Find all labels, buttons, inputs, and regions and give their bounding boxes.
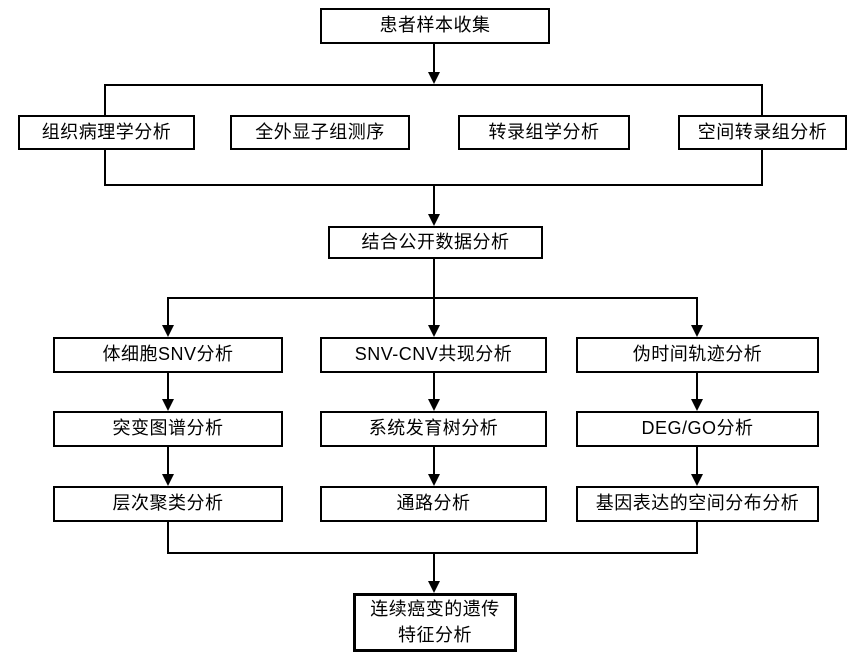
node-public-data-analysis: 结合公开数据分析 bbox=[328, 226, 543, 259]
connector-col1-row1-row2 bbox=[167, 373, 169, 399]
connector-top-to-bracket bbox=[433, 43, 435, 72]
arrowhead-down bbox=[428, 474, 440, 486]
arrowhead-down bbox=[428, 581, 440, 593]
arrowhead-down bbox=[162, 399, 174, 411]
connector-bracket-top bbox=[104, 84, 763, 86]
connector-merge-right bbox=[696, 522, 698, 554]
connector-bracket-to-public-data bbox=[433, 184, 435, 214]
arrowhead-down bbox=[691, 325, 703, 337]
node-somatic-snv-analysis: 体细胞SNV分析 bbox=[53, 337, 283, 373]
arrowhead-down bbox=[691, 399, 703, 411]
connector-col3-row2-row3 bbox=[696, 447, 698, 474]
arrowhead-down bbox=[162, 474, 174, 486]
connector-branch-center bbox=[433, 297, 435, 325]
node-histopathology-analysis: 组织病理学分析 bbox=[18, 115, 195, 150]
connector-branch-right bbox=[696, 297, 698, 325]
node-pseudotime-trajectory-analysis: 伪时间轨迹分析 bbox=[576, 337, 819, 373]
connector-branch-left bbox=[167, 297, 169, 325]
node-snv-cnv-cooccurrence-analysis: SNV-CNV共现分析 bbox=[320, 337, 547, 373]
connector-merge-left bbox=[167, 522, 169, 554]
arrowhead-down bbox=[162, 325, 174, 337]
node-patient-sample-collection: 患者样本收集 bbox=[320, 8, 550, 44]
node-deg-go-analysis: DEG/GO分析 bbox=[576, 411, 819, 447]
node-mutation-landscape-analysis: 突变图谱分析 bbox=[53, 411, 283, 447]
connector-col1-row2-row3 bbox=[167, 447, 169, 474]
node-phylogenetic-tree-analysis: 系统发育树分析 bbox=[320, 411, 547, 447]
node-hierarchical-clustering-analysis: 层次聚类分析 bbox=[53, 486, 283, 522]
connector-col3-row1-row2 bbox=[696, 373, 698, 399]
arrowhead-down bbox=[691, 474, 703, 486]
arrowhead-down bbox=[428, 325, 440, 337]
node-sequential-carcinogenesis-genetic-features-analysis: 连续癌变的遗传 特征分析 bbox=[353, 593, 517, 652]
connector-merge-to-final bbox=[433, 552, 435, 581]
arrowhead-down bbox=[428, 72, 440, 84]
node-pathway-analysis: 通路分析 bbox=[320, 486, 547, 522]
node-spatial-transcriptomics-analysis: 空间转录组分析 bbox=[678, 115, 847, 150]
connector-merge-bar bbox=[167, 552, 698, 554]
node-gene-expression-spatial-distribution-analysis: 基因表达的空间分布分析 bbox=[576, 486, 819, 522]
connector-branch-bar bbox=[167, 297, 698, 299]
arrowhead-down bbox=[428, 399, 440, 411]
node-transcriptomics-analysis: 转录组学分析 bbox=[458, 115, 630, 150]
connector-public-data-to-branch bbox=[433, 259, 435, 298]
arrowhead-down bbox=[428, 214, 440, 226]
connector-col2-row1-row2 bbox=[433, 373, 435, 399]
connector-col2-row2-row3 bbox=[433, 447, 435, 474]
node-whole-exome-sequencing: 全外显子组测序 bbox=[230, 115, 410, 150]
